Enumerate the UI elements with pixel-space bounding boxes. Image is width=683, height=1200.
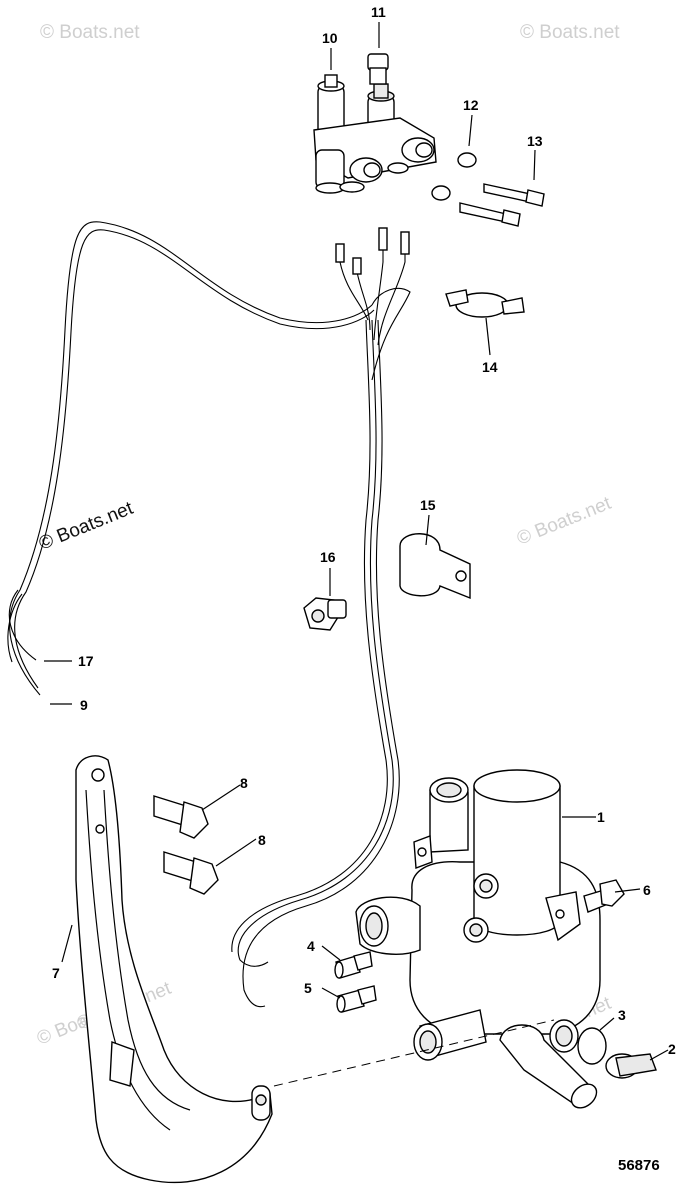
bolt-part-8b xyxy=(163,851,219,895)
watermark-top-right: © Boats.net xyxy=(520,22,620,43)
callout-17: 17 xyxy=(78,653,94,669)
bracket-part-7 xyxy=(75,755,273,1184)
fitting-part-4 xyxy=(334,951,373,979)
callout-9: 9 xyxy=(80,697,88,713)
callout-12: 12 xyxy=(463,97,479,113)
callout-4: 4 xyxy=(307,938,315,954)
thermostat-housing-part-1 xyxy=(355,769,601,1109)
wiring-harness xyxy=(7,221,411,1008)
callout-3: 3 xyxy=(618,1007,626,1023)
valve-fitting-part-11 xyxy=(367,53,389,85)
callout-16: 16 xyxy=(320,549,336,565)
watermark-center: © Boats.net xyxy=(36,498,137,555)
screw-part-13 xyxy=(483,183,545,207)
nut-part-16 xyxy=(303,597,347,631)
callout-11: 11 xyxy=(371,4,386,20)
watermark-top-left: © Boats.net xyxy=(40,22,140,43)
clip-part-15 xyxy=(399,533,471,600)
callout-10: 10 xyxy=(322,30,338,46)
callout-1: 1 xyxy=(597,809,605,825)
callout-8a: 8 xyxy=(240,775,248,791)
bolt-part-8a xyxy=(153,795,209,839)
washer-part-12 xyxy=(457,152,477,168)
leader-lines xyxy=(44,22,669,1061)
watermark-mid-right: © Boats.net xyxy=(514,493,615,550)
callout-7: 7 xyxy=(52,965,60,981)
callout-2: 2 xyxy=(668,1041,676,1057)
figure-number: 56876 xyxy=(618,1157,660,1174)
screw-part-13b xyxy=(459,202,521,227)
valve-assembly xyxy=(313,74,437,194)
screw-part-6 xyxy=(583,879,625,913)
gasket-part-3 xyxy=(577,1027,607,1065)
callout-5: 5 xyxy=(304,980,312,996)
callout-8b: 8 xyxy=(258,832,266,848)
washer-part-12b xyxy=(431,185,451,201)
clamp-part-14 xyxy=(445,289,525,318)
plug-part-2 xyxy=(605,1053,657,1079)
callout-15: 15 xyxy=(420,497,436,513)
callout-13: 13 xyxy=(527,133,543,149)
callout-6: 6 xyxy=(643,882,651,898)
callout-14: 14 xyxy=(482,359,498,375)
alignment-line xyxy=(273,1019,555,1087)
fitting-part-5 xyxy=(336,985,377,1013)
